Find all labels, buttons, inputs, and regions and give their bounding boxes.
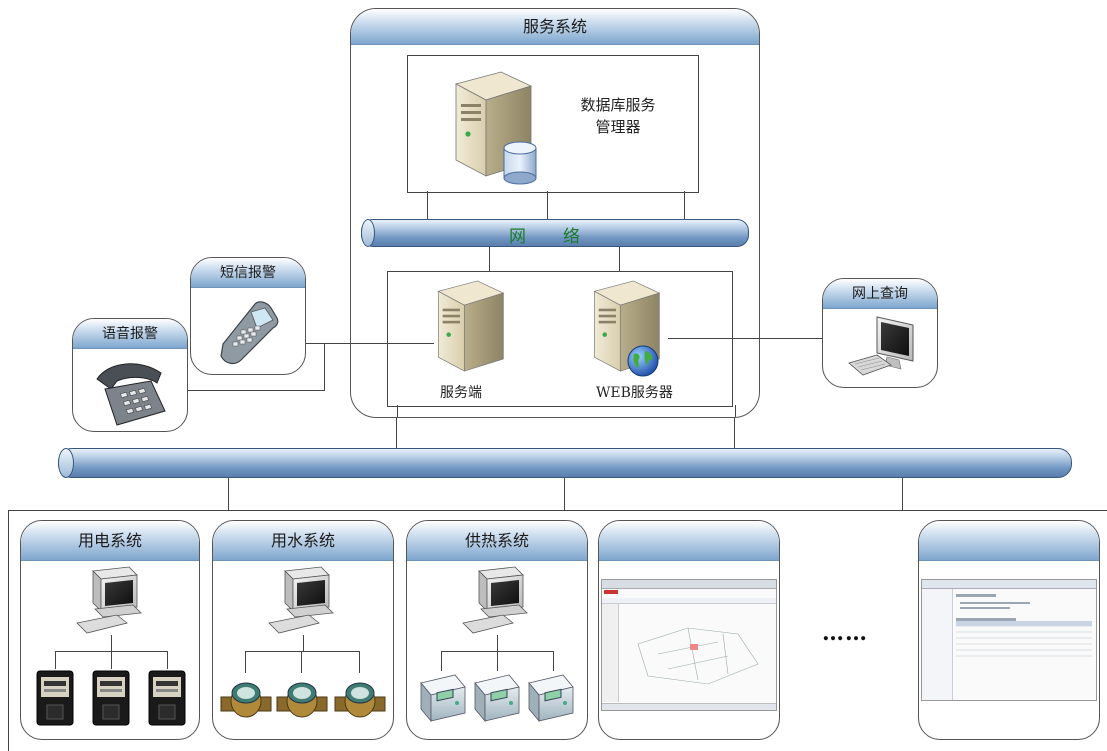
heating-drop-3	[553, 651, 554, 671]
table-screenshot-panel	[918, 520, 1100, 740]
water-system-panel: 用水系统	[212, 520, 394, 740]
sms-alert-title: 短信报警	[220, 265, 276, 281]
sms-alert-panel: 短信报警	[190, 257, 306, 375]
network-label: 网 络	[509, 227, 581, 247]
water-drop-1	[245, 651, 246, 673]
server-icon	[437, 280, 505, 372]
service-to-bus-line-2	[734, 418, 735, 448]
electric-meter-icon	[148, 670, 186, 726]
water-drop-2	[301, 651, 302, 673]
server-label: 服务端	[440, 385, 482, 401]
screenshot-thumbnail	[601, 579, 777, 711]
heat-meter-icon	[528, 674, 574, 723]
bus-drop-line-1	[228, 478, 229, 510]
water-system-header: 用水系统	[213, 521, 393, 561]
voice-alert-title: 语音报警	[102, 326, 158, 342]
db-server-box: 数据库服务 管理器	[407, 55, 699, 193]
water-branch-line	[245, 651, 359, 652]
water-meter-icon	[276, 682, 328, 718]
db-to-network-line-1	[427, 191, 428, 219]
alert-vertical-line	[324, 343, 325, 391]
electric-meter-icon	[36, 670, 74, 726]
map-screenshot-panel	[598, 520, 780, 740]
network-pipe	[361, 219, 749, 247]
heating-system-header: 供热系统	[407, 521, 587, 561]
voice-to-alert-line	[188, 390, 325, 391]
heating-stem-line	[497, 635, 498, 651]
bus-drop-line-2	[564, 478, 565, 510]
online-query-title: 网上查询	[852, 286, 908, 302]
main-bus-pipe	[58, 448, 1072, 478]
screenshot-thumbnail	[921, 579, 1097, 701]
heat-meter-icon	[474, 674, 520, 723]
db-to-network-line-2	[547, 191, 548, 219]
voice-alert-header: 语音报警	[73, 319, 187, 349]
electric-drop-3	[167, 651, 168, 669]
table-screenshot-header	[919, 521, 1099, 561]
computer-icon	[462, 566, 528, 634]
computer-icon	[76, 566, 142, 634]
server-box: 服务端 WEB服务器	[387, 271, 733, 407]
subsystems-frame	[8, 510, 1107, 751]
sms-to-server-line	[306, 343, 434, 344]
service-system-title: 服务系统	[522, 17, 587, 36]
water-stem-line	[303, 635, 304, 651]
heating-system-panel: 供热系统	[406, 520, 588, 740]
service-system-panel: 服务系统 数据库服务 管理器 网 络	[350, 8, 760, 418]
server-to-bus-line-1	[397, 405, 398, 417]
db-server-label: 数据库服务 管理器	[580, 96, 656, 136]
heating-drop-2	[497, 651, 498, 671]
online-query-panel: 网上查询	[822, 278, 938, 388]
map-screenshot-header	[599, 521, 779, 561]
desk-phone-icon	[96, 363, 166, 426]
electric-system-header: 用电系统	[21, 521, 199, 561]
computer-icon	[268, 566, 334, 634]
network-to-server-line-1	[489, 247, 490, 271]
web-to-query-line	[668, 338, 822, 339]
mobile-phone-icon	[220, 301, 279, 365]
network-to-server-line-2	[619, 247, 620, 271]
main-bus-cap	[58, 448, 74, 478]
water-meter-icon	[334, 682, 386, 718]
water-system-title: 用水系统	[270, 531, 335, 550]
electric-stem-line	[111, 635, 112, 651]
db-to-network-line-3	[684, 191, 685, 219]
bus-drop-line-3	[902, 478, 903, 510]
water-drop-3	[359, 651, 360, 673]
service-system-header: 服务系统	[351, 9, 759, 45]
voice-alert-panel: 语音报警	[72, 318, 188, 432]
network-pipe-cap	[361, 219, 375, 247]
ellipsis: ……	[822, 620, 868, 646]
heat-meter-icon	[420, 674, 466, 723]
heating-drop-1	[441, 651, 442, 671]
globe-icon	[627, 345, 659, 377]
water-meter-icon	[220, 682, 272, 718]
database-icon	[503, 141, 537, 185]
sms-alert-header: 短信报警	[191, 258, 305, 288]
web-server-label: WEB服务器	[596, 385, 673, 401]
heating-system-title: 供热系统	[464, 531, 529, 550]
electric-meter-icon	[92, 670, 130, 726]
service-to-bus-line-1	[396, 418, 397, 448]
monitor-icon	[848, 316, 914, 376]
electric-drop-1	[55, 651, 56, 669]
server-to-bus-line-2	[735, 405, 736, 417]
electric-system-title: 用电系统	[77, 531, 142, 550]
online-query-header: 网上查询	[823, 279, 937, 309]
electric-system-panel: 用电系统	[20, 520, 200, 740]
electric-drop-2	[111, 651, 112, 669]
